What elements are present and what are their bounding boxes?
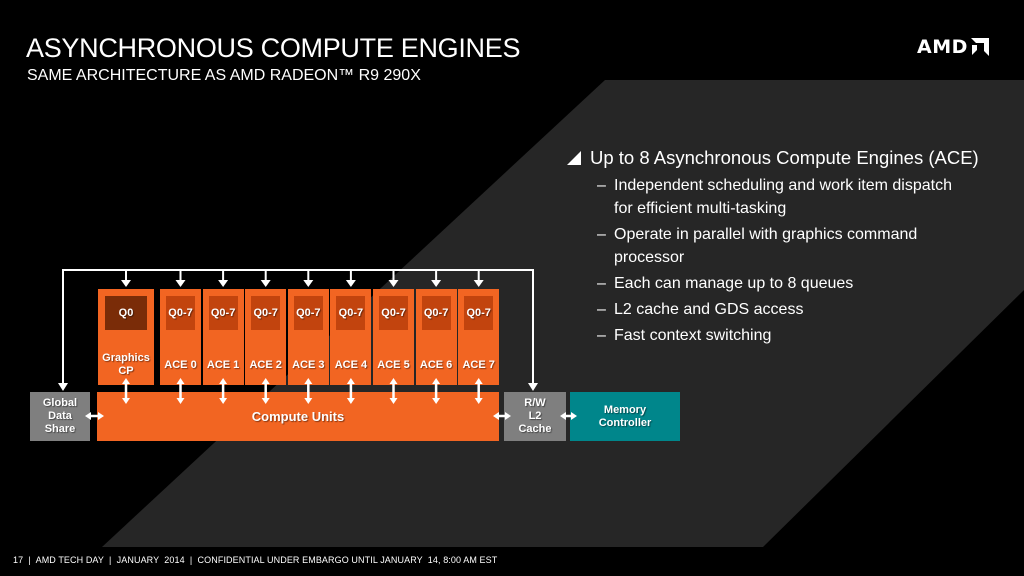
sub-bullet: –Independent scheduling and work item di… bbox=[597, 174, 1017, 220]
bullet-list: Up to 8 Asynchronous Compute Engines (AC… bbox=[567, 146, 1017, 350]
sub-bullet-text: Independent scheduling and work item dis… bbox=[614, 177, 952, 217]
bullet-main-text: Up to 8 Asynchronous Compute Engines (AC… bbox=[590, 147, 979, 168]
sub-bullet-text: L2 cache and GDS access bbox=[614, 301, 804, 318]
ace-label: ACE 5 bbox=[377, 359, 410, 371]
slide-title: ASYNCHRONOUS COMPUTE ENGINES bbox=[26, 33, 521, 63]
ace-label: ACE 6 bbox=[419, 359, 453, 371]
footer-event: AMD TECH DAY bbox=[35, 555, 104, 565]
ace-label: ACE 0 bbox=[164, 359, 197, 371]
sub-bullets: –Independent scheduling and work item di… bbox=[597, 174, 1017, 347]
gds-label: Global Data Share bbox=[42, 397, 78, 435]
l2-cache-block: R/W L2 Cache bbox=[504, 392, 566, 441]
sub-bullet-text: Fast context switching bbox=[614, 327, 772, 344]
queue-label: Q0-7 bbox=[253, 306, 278, 319]
ace-label: ACE 4 bbox=[334, 359, 368, 371]
amd-logo: AMD bbox=[917, 36, 990, 58]
ace-queue: Q0-7 bbox=[251, 296, 281, 330]
ace-label: ACE 1 bbox=[206, 359, 240, 371]
sub-bullet: –L2 cache and GDS access bbox=[597, 298, 1017, 321]
queue-label: Q0-7 bbox=[423, 306, 449, 319]
sub-bullet: –Each can manage up to 8 queues bbox=[597, 272, 1017, 295]
graphics-queue: Q0 bbox=[105, 296, 147, 330]
compute-units-block: Compute Units bbox=[97, 392, 499, 441]
memory-controller-label: Memory Controller bbox=[598, 403, 652, 429]
dash: – bbox=[597, 226, 606, 243]
dash: – bbox=[597, 327, 606, 344]
ace-queue: Q0-7 bbox=[208, 296, 238, 330]
footer-date: JANUARY 2014 bbox=[116, 555, 185, 565]
ace-queue: Q0-7 bbox=[464, 296, 494, 330]
queue-label: Q0-7 bbox=[381, 306, 406, 319]
compute-units-label: Compute Units bbox=[251, 409, 345, 424]
separator: | bbox=[189, 555, 193, 565]
sub-bullet: –Fast context switching bbox=[597, 324, 1017, 347]
global-data-share-block: Global Data Share bbox=[30, 392, 90, 441]
queue-label: Q0-7 bbox=[168, 306, 193, 319]
dash: – bbox=[597, 301, 606, 318]
dash: – bbox=[597, 177, 606, 194]
queue-label: Q0-7 bbox=[466, 306, 491, 319]
queue-label: Q0-7 bbox=[338, 306, 364, 319]
ace-label: ACE 3 bbox=[292, 359, 325, 371]
sub-bullet-text: Each can manage up to 8 queues bbox=[614, 275, 854, 292]
ace-queue: Q0-7 bbox=[336, 296, 366, 330]
sub-bullet: –Operate in parallel with graphics comma… bbox=[597, 223, 1017, 269]
ace-queue: Q0-7 bbox=[166, 296, 195, 330]
dash: – bbox=[597, 275, 606, 292]
l2-cache-label: R/W L2 Cache bbox=[518, 397, 552, 435]
queue-label: Q0-7 bbox=[210, 306, 236, 319]
ace-queue: Q0-7 bbox=[421, 296, 451, 330]
footer-notice: CONFIDENTIAL UNDER EMBARGO UNTIL JANUARY… bbox=[197, 555, 498, 565]
ace-queue: Q0-7 bbox=[293, 296, 323, 330]
ace-label: ACE 7 bbox=[462, 359, 495, 371]
memory-controller-block: Memory Controller bbox=[570, 392, 680, 441]
logo-text: AMD bbox=[917, 36, 968, 58]
triangle-bullet-icon bbox=[567, 151, 581, 165]
ace-queue: Q0-7 bbox=[379, 296, 408, 330]
graphics-cp-label: Graphics CP bbox=[102, 352, 150, 377]
ace-label: ACE 2 bbox=[249, 359, 282, 371]
graphics-cp-block: Q0 Graphics CP bbox=[98, 289, 154, 385]
bullet-main: Up to 8 Asynchronous Compute Engines (AC… bbox=[567, 146, 1017, 170]
queue-label: Q0-7 bbox=[296, 306, 321, 319]
separator: | bbox=[28, 555, 31, 565]
amd-arrow-logo-icon bbox=[970, 38, 989, 56]
slide-subtitle: SAME ARCHITECTURE AS AMD RADEON™ R9 290X bbox=[27, 67, 421, 84]
page-number: 17 bbox=[13, 555, 24, 565]
separator: | bbox=[109, 555, 112, 565]
queue-label: Q0 bbox=[118, 306, 134, 319]
footer: 17 | AMD TECH DAY | JANUARY 2014 | CONFI… bbox=[13, 555, 497, 565]
sub-bullet-text: Operate in parallel with graphics comman… bbox=[614, 226, 918, 266]
